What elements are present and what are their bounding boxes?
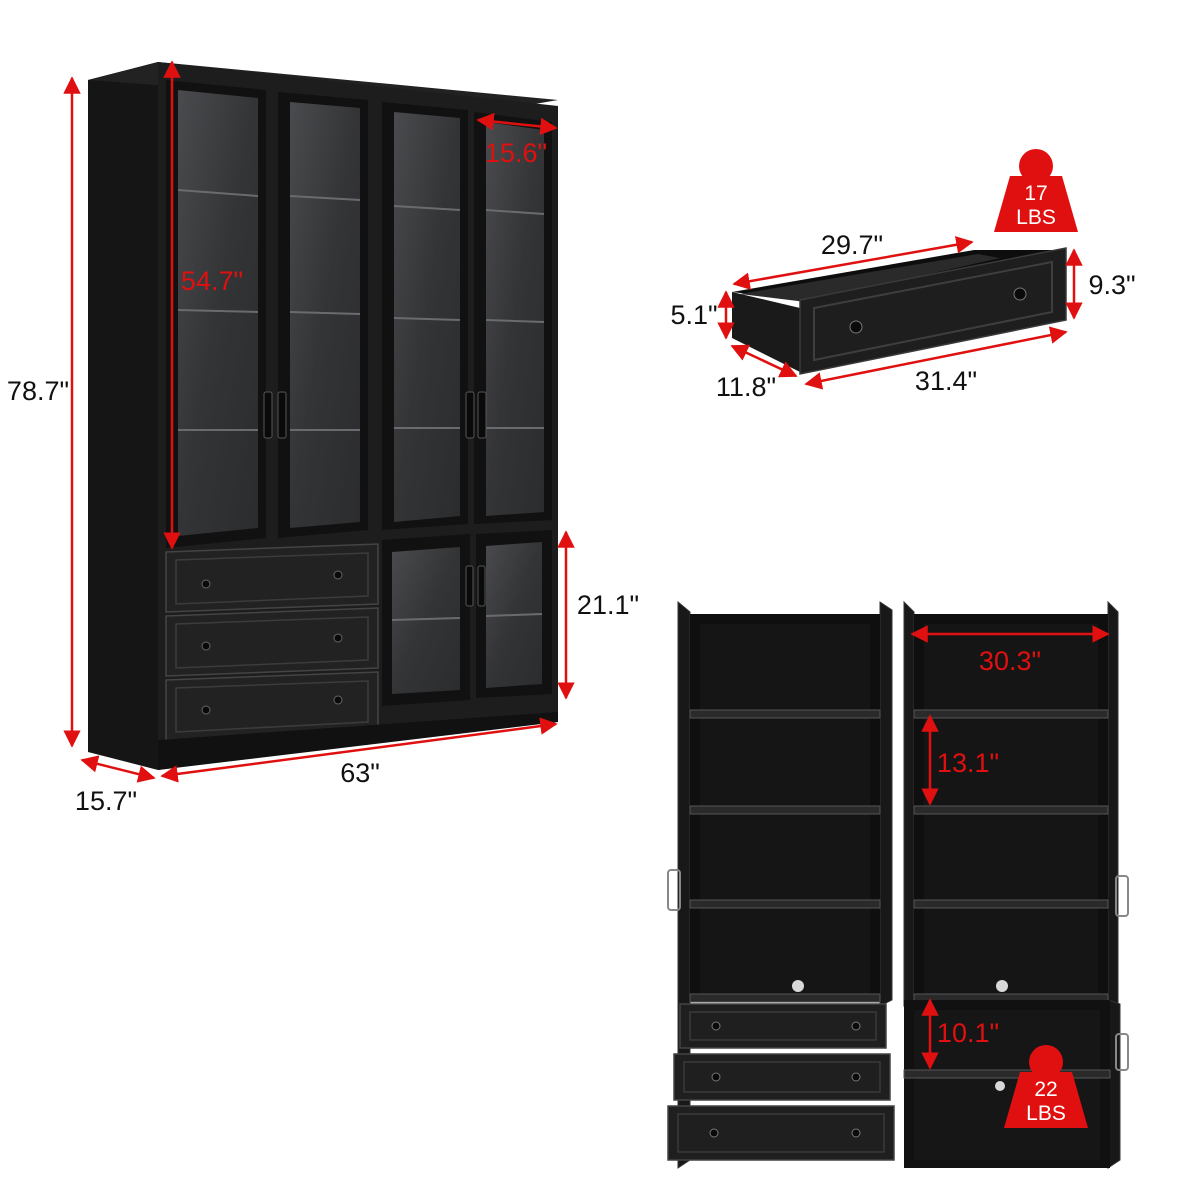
open-view-drawers [667, 1003, 895, 1161]
drawer-knob [709, 1128, 719, 1138]
drawer-knob [851, 1072, 861, 1082]
door-handle [277, 391, 287, 439]
door-handle [477, 391, 487, 439]
drawer-weight-value: 17 [1024, 182, 1047, 205]
drawer-knob [1013, 287, 1027, 301]
drawer-knob [711, 1072, 721, 1082]
drawer-inner-length-line [732, 236, 974, 290]
door-handle [465, 391, 475, 439]
lower-door-height-label: 21.1" [577, 590, 639, 620]
door-handle [1115, 1033, 1129, 1071]
drawer-inner-height-label: 5.1" [670, 300, 717, 330]
door-width-dimension-line [476, 112, 558, 136]
width-dimension-line [160, 717, 558, 783]
shelf-weight-value: 22 [1034, 1078, 1057, 1101]
depth-label: 15.7" [75, 786, 137, 816]
drawer-outer-length-line [804, 326, 1068, 390]
lower-glass-doors [382, 530, 552, 706]
door-handle [263, 391, 273, 439]
drawer-weight-unit: LBS [1016, 206, 1056, 229]
upper-glass-doors [166, 80, 552, 548]
drawer-depth-line [730, 344, 798, 378]
cabinet-side-panel [88, 62, 158, 770]
drawer-knob [201, 641, 211, 651]
cabinet-open-view: 30.3" 13.1" 10.1" 22 LBS [667, 600, 1129, 1170]
drawer-knob [849, 320, 863, 334]
depth-dimension-line [80, 755, 156, 783]
drawer-knob [201, 705, 211, 715]
shelf-weight-unit: LBS [1026, 1102, 1066, 1125]
drawer-outer-length-label: 31.4" [915, 366, 977, 396]
height-label: 78.7" [7, 376, 69, 406]
width-label: 63" [340, 758, 380, 788]
door-handle [477, 565, 486, 607]
drawer-front-height-label: 9.3" [1088, 270, 1135, 300]
cabinet-front-view: 78.7" 63" 15.7" 15.6" 54.7" 21.1" [7, 60, 639, 816]
drawer-knob [333, 695, 343, 705]
drawer-knob [333, 633, 343, 643]
upper-shelf-spacing-label: 13.1" [937, 748, 999, 778]
drawer-knob [711, 1021, 721, 1031]
lower-shelf-spacing-label: 10.1" [937, 1018, 999, 1048]
drawer-knob [851, 1128, 861, 1138]
drawer-knob [201, 579, 211, 589]
light-icon [995, 1081, 1005, 1091]
door-width-label: 15.6" [485, 138, 547, 168]
drawer-box-side [732, 292, 800, 372]
door-handle [465, 565, 474, 607]
open-door-left-inner [879, 601, 893, 1007]
drawer-knob [851, 1021, 861, 1031]
upper-door-height-label: 54.7" [181, 266, 243, 296]
open-door-right-inner [903, 600, 915, 1007]
drawer-knob [333, 570, 343, 580]
front-drawers [165, 543, 379, 741]
shelves [689, 709, 1109, 1003]
light-icon [996, 980, 1008, 992]
drawer-weight-badge: 17 LBS [994, 149, 1078, 232]
inner-width-label: 30.3" [979, 646, 1041, 676]
door-handle [667, 869, 681, 911]
shelf-weight-badge: 22 LBS [1004, 1045, 1088, 1128]
drawer-view: 29.7" 31.4" 11.8" 5.1" 9.3" 17 LBS [670, 149, 1136, 402]
drawer-depth-label: 11.8" [716, 372, 776, 402]
light-icon [792, 980, 804, 992]
drawer-inner-length-label: 29.7" [821, 230, 883, 260]
door-handle [1115, 875, 1129, 917]
